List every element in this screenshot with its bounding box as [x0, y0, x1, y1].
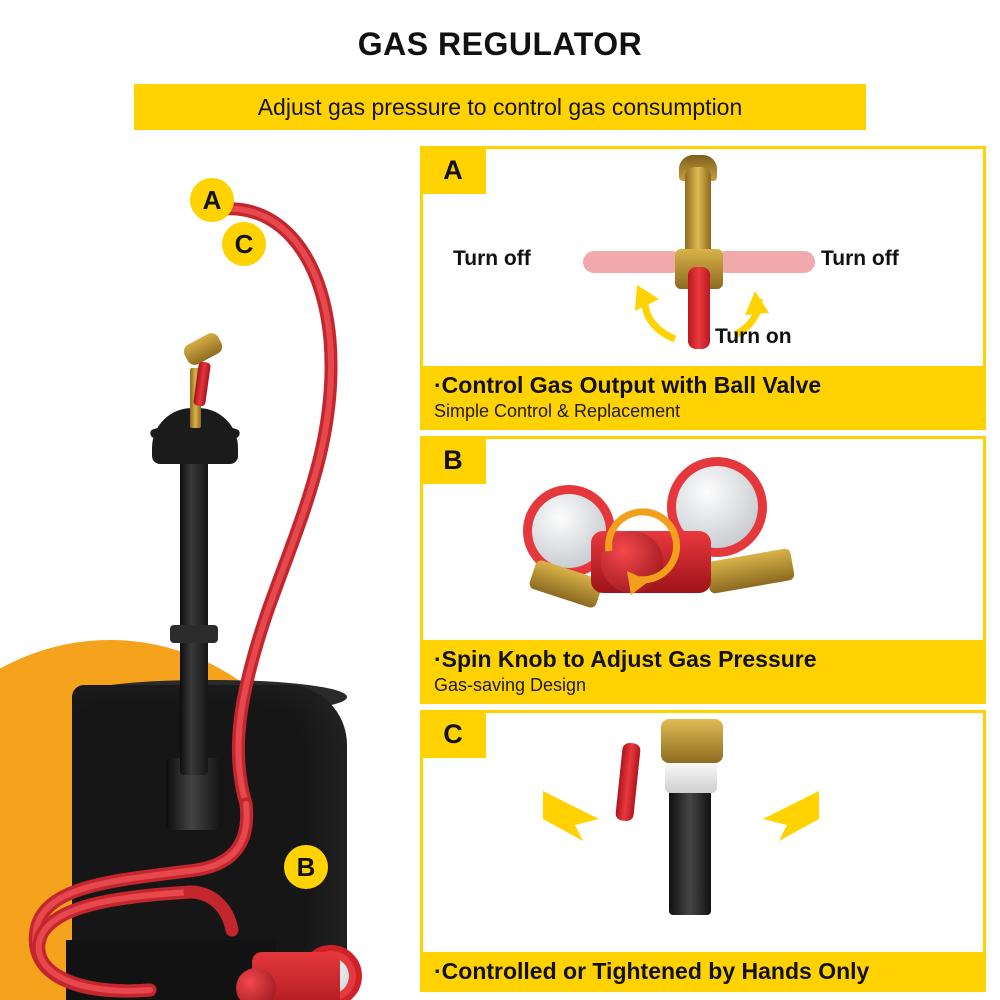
panel-a-caption-main: ·Control Gas Output with Ball Valve	[434, 371, 822, 398]
label-turn-off-right: Turn off	[821, 247, 899, 270]
panel-a-illustration: Turn off Turn off Turn on	[423, 149, 983, 367]
label-turn-on: Turn on	[715, 325, 792, 348]
panel-c: C ·Controlled or Tightened by Hands Only	[420, 710, 986, 992]
torch-collar	[170, 625, 218, 643]
brass-coupling	[661, 719, 723, 763]
panel-b-caption-sub: Gas-saving Design	[434, 675, 587, 695]
panel-b-illustration	[423, 439, 983, 639]
panel-c-illustration	[423, 713, 983, 941]
pointing-arrows	[543, 791, 819, 841]
torch-tube	[180, 450, 208, 775]
callout-badge-b[interactable]: B	[284, 845, 328, 889]
panel-c-tab: C	[420, 710, 486, 758]
valve-handle-ghost-left	[583, 251, 683, 273]
regulator-knob	[236, 968, 276, 1000]
product-photo	[0, 140, 400, 1000]
knob-rotation-arrow	[605, 508, 681, 595]
panel-b-tab: B	[420, 436, 486, 484]
panel-a-caption-sub: Simple Control & Replacement	[434, 401, 681, 421]
callout-badge-a[interactable]: A	[190, 178, 234, 222]
rotation-arrows	[635, 285, 769, 343]
gas-tank-body	[72, 685, 347, 975]
panel-a-caption: ·Control Gas Output with Ball Valve Simp…	[420, 365, 986, 430]
panel-c-caption: ·Controlled or Tightened by Hands Only	[420, 951, 986, 992]
panel-b: B ·Spin Knob to Adjust Gas Pressure Gas-…	[420, 436, 986, 704]
panel-a-tab: A	[420, 146, 486, 194]
valve-handle-ghost-right	[715, 251, 815, 273]
panel-b-caption-main: ·Spin Knob to Adjust Gas Pressure	[434, 645, 817, 672]
subtitle-text: Adjust gas pressure to control gas consu…	[257, 93, 743, 120]
label-turn-off-left: Turn off	[453, 247, 531, 270]
panel-a: A Turn off Turn off Turn on ·Control Gas…	[420, 146, 986, 430]
page-title: GAS REGULATOR	[357, 26, 643, 62]
panel-c-caption-main: ·Controlled or Tightened by Hands Only	[434, 957, 870, 984]
subtitle-banner: Adjust gas pressure to control gas consu…	[134, 84, 866, 130]
panel-b-caption: ·Spin Knob to Adjust Gas Pressure Gas-sa…	[420, 639, 986, 704]
red-hose	[28, 202, 338, 998]
callout-badge-c[interactable]: C	[222, 222, 266, 266]
valve-handle-active	[688, 267, 710, 349]
white-insulator	[665, 759, 717, 793]
